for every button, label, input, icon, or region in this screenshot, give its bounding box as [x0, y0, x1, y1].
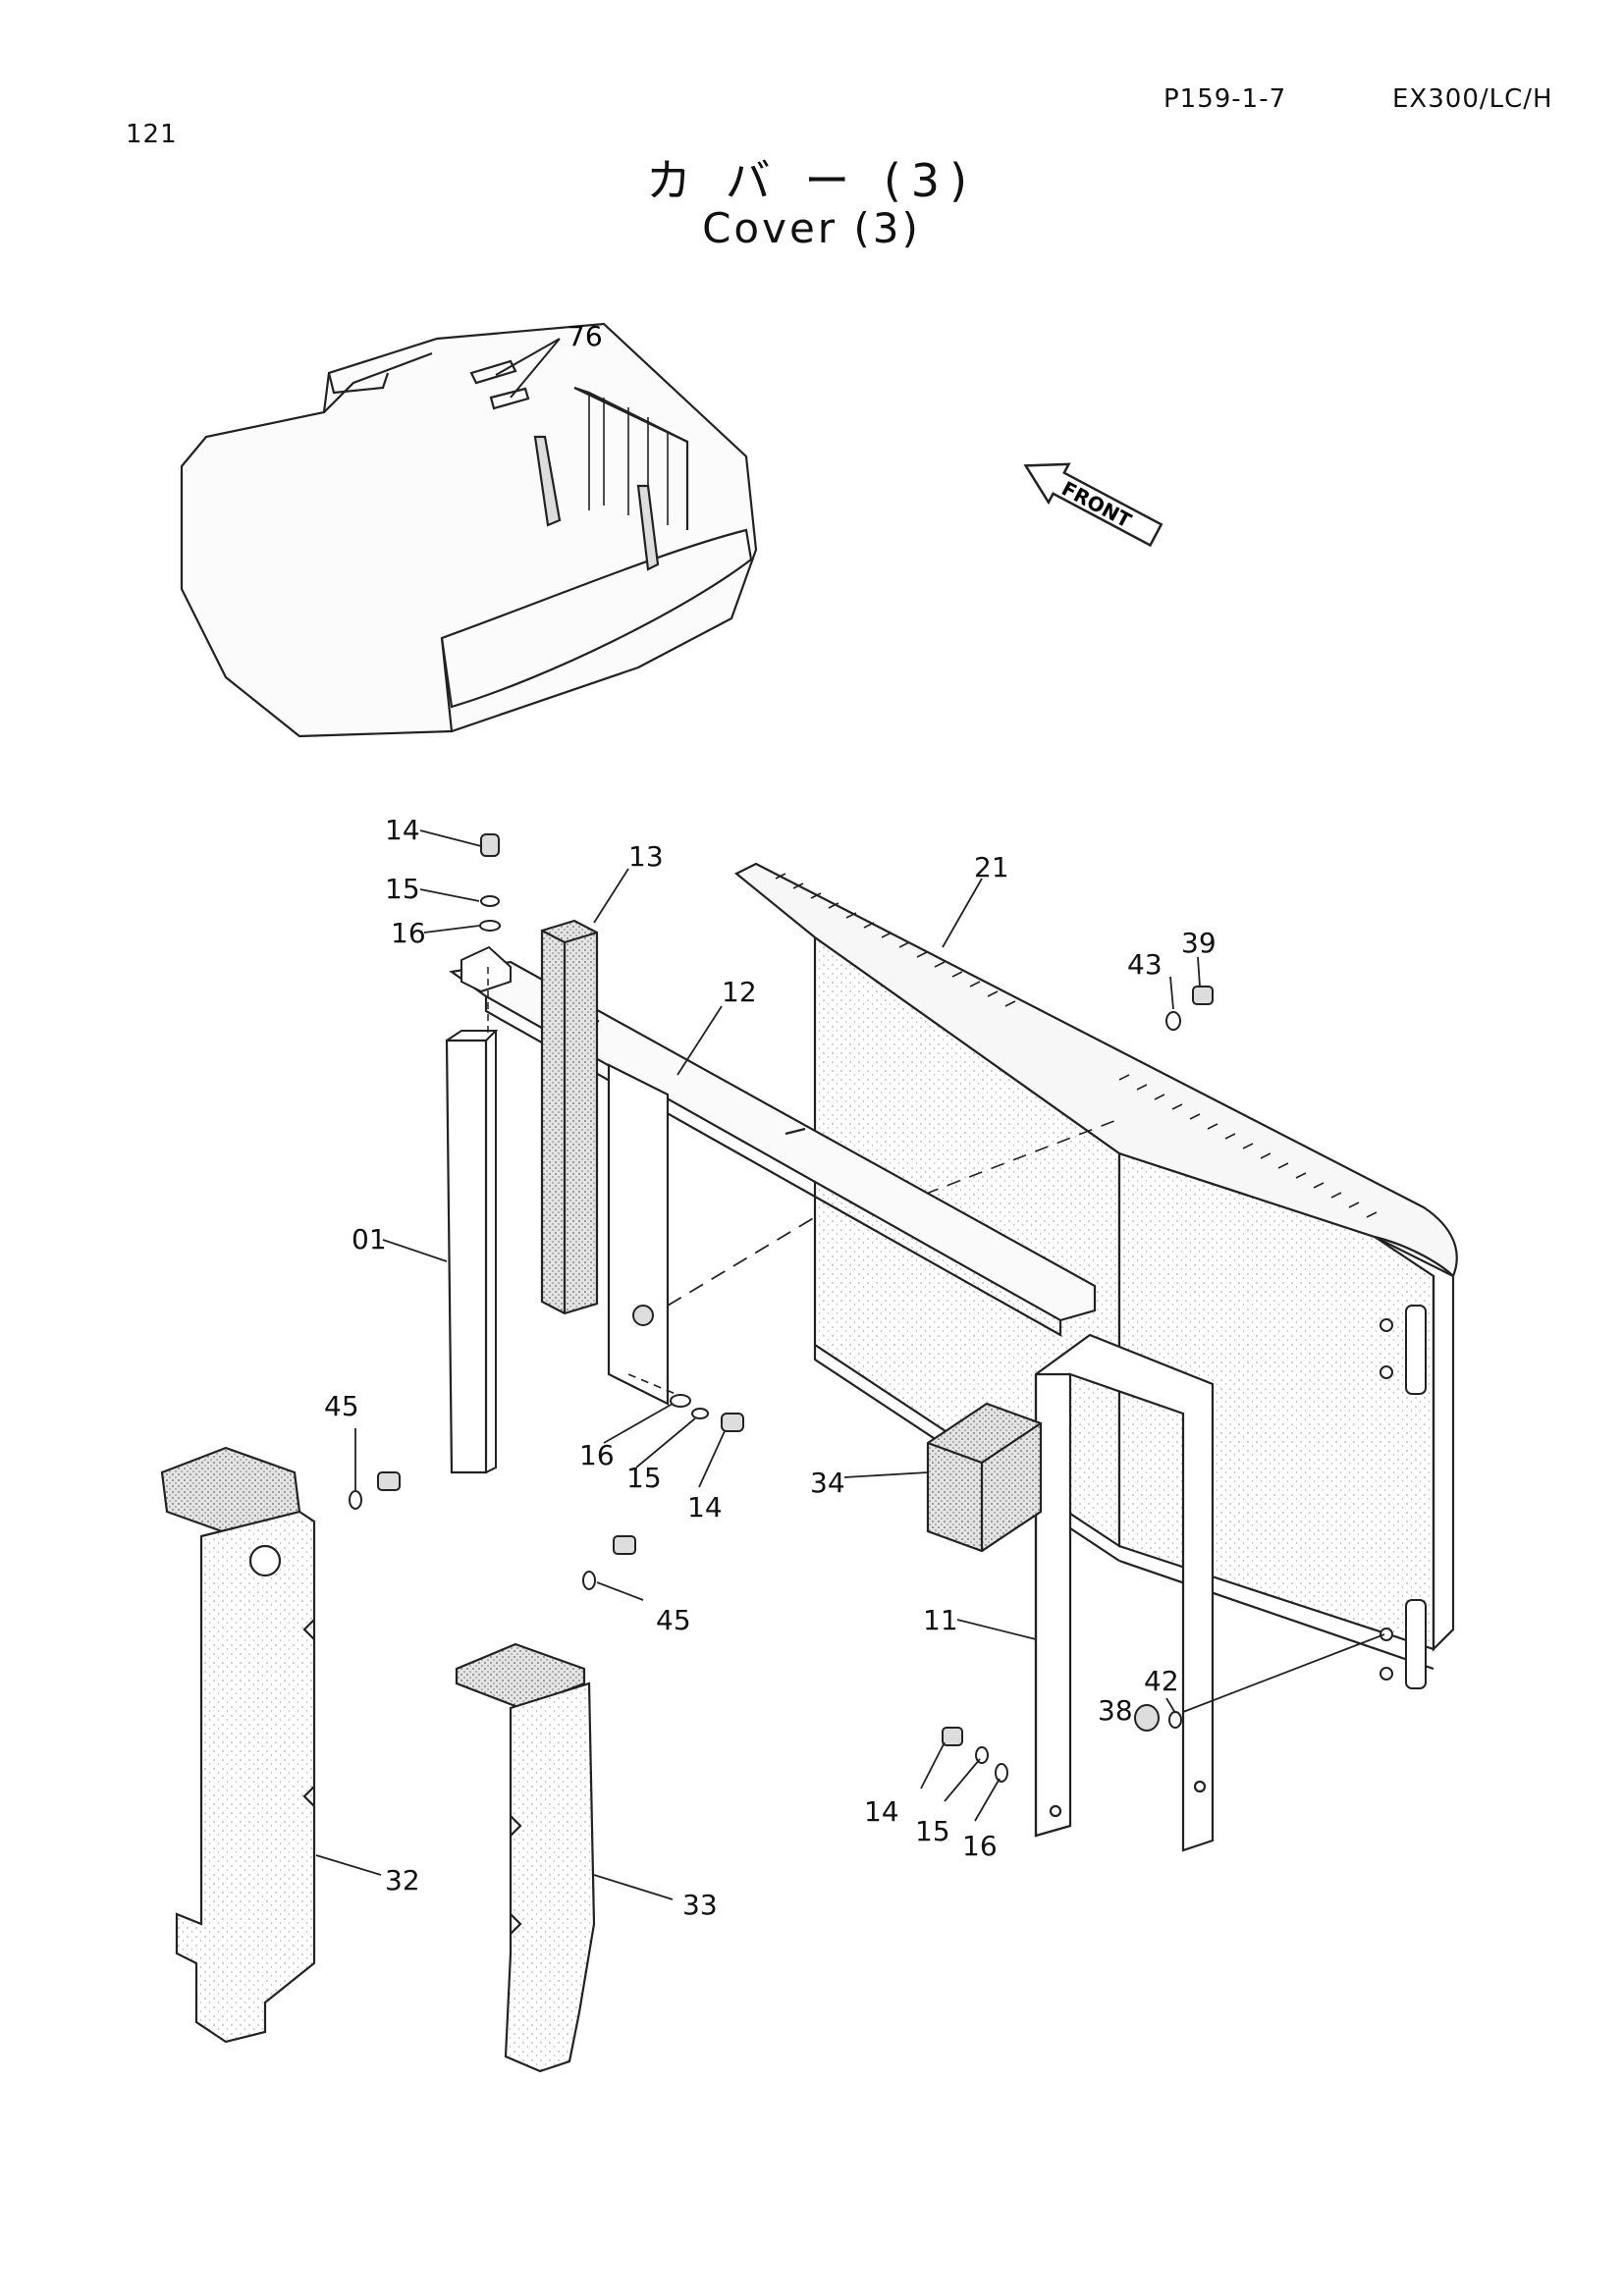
- bracket-plate: [607, 1063, 670, 1406]
- label-39: 39: [1181, 927, 1217, 959]
- washer-16-low: [995, 1763, 1008, 1783]
- label-45-mid: 45: [656, 1604, 691, 1636]
- label-33: 33: [682, 1889, 718, 1921]
- label-42: 42: [1144, 1665, 1179, 1697]
- label-15-mid: 15: [626, 1462, 662, 1494]
- callout-76-label: 76: [568, 320, 603, 352]
- bolt-45-mid: [613, 1535, 636, 1555]
- model-code: EX300/LC/H: [1392, 84, 1553, 114]
- label-34: 34: [810, 1467, 845, 1499]
- part-labels: 14 15 16 13 12 21 43 39 01 45 16 15 14 3…: [324, 814, 1217, 1921]
- label-12: 12: [722, 976, 757, 1008]
- block-34: [926, 1402, 1043, 1553]
- column-33: [455, 1642, 596, 2073]
- cover-panel-21: [733, 862, 1458, 1671]
- front-arrow: FRONT: [1023, 462, 1163, 548]
- post-13: [540, 919, 599, 1315]
- label-11: 11: [923, 1604, 958, 1636]
- label-14-mid: 14: [687, 1491, 723, 1523]
- title-japanese: カ バ ー (3): [645, 154, 978, 207]
- page-number: 121: [126, 120, 178, 149]
- hinges: [1380, 1305, 1427, 1689]
- column-32: [160, 1446, 316, 2044]
- label-14-top: 14: [385, 814, 420, 846]
- washer-16-top: [479, 920, 501, 932]
- beam-12: [449, 960, 1097, 1337]
- washer-16-mid: [670, 1394, 691, 1408]
- label-01: 01: [352, 1223, 387, 1255]
- bolt-39: [1192, 986, 1214, 1005]
- label-16-mid: 16: [579, 1439, 615, 1471]
- bolt-45-left: [377, 1471, 401, 1491]
- washer-15-mid: [691, 1408, 709, 1419]
- washer-42: [1168, 1711, 1182, 1729]
- bolt-14-low: [942, 1727, 963, 1746]
- washer-43: [1165, 1011, 1181, 1031]
- label-16-low: 16: [962, 1830, 998, 1862]
- bolt-14-top: [480, 833, 500, 857]
- label-14-low: 14: [864, 1795, 899, 1828]
- label-15-top: 15: [385, 873, 420, 905]
- label-32: 32: [385, 1864, 420, 1896]
- washer-15-top: [480, 895, 500, 907]
- bolt-14-mid: [721, 1413, 744, 1432]
- frame-11: [1034, 1333, 1215, 1852]
- label-43: 43: [1127, 948, 1163, 981]
- label-13: 13: [628, 840, 664, 873]
- title-english: Cover (3): [702, 204, 921, 252]
- leader-lines: [315, 829, 1385, 1900]
- washer-45-left: [349, 1490, 362, 1510]
- louvers: [775, 873, 1378, 1218]
- washer-45-mid: [582, 1571, 596, 1590]
- overview-sketch: [180, 322, 758, 738]
- label-38: 38: [1098, 1694, 1133, 1727]
- label-16-top: 16: [391, 917, 426, 949]
- post-01: [445, 1039, 488, 1474]
- fasteners: [349, 833, 1214, 1783]
- label-15-low: 15: [915, 1815, 950, 1847]
- reference-code: P159-1-7: [1163, 84, 1287, 114]
- callout-76: [495, 338, 561, 399]
- label-45-left: 45: [324, 1390, 359, 1422]
- nut-38: [1134, 1704, 1160, 1732]
- label-21: 21: [974, 851, 1009, 883]
